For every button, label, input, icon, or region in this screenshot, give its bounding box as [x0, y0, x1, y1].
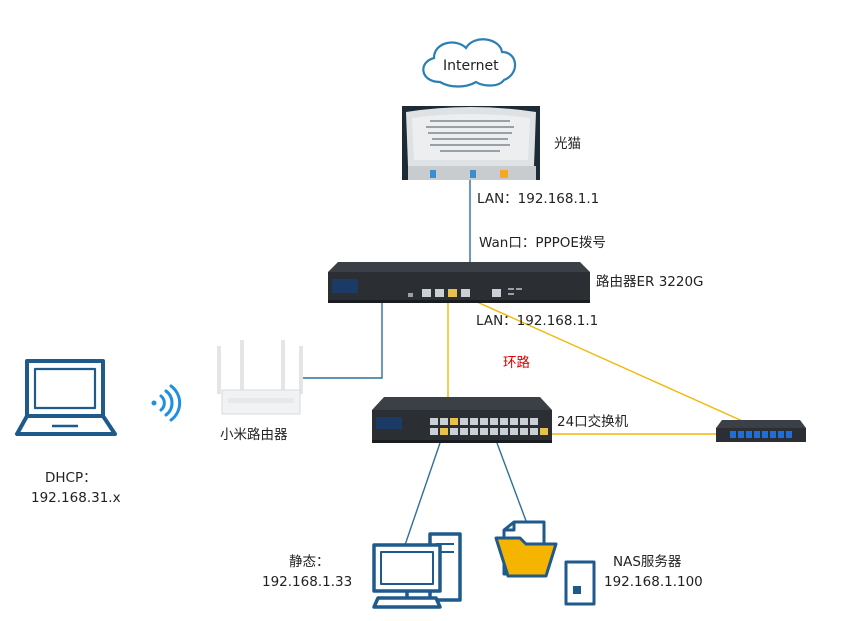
router-lan-label: LAN：192.168.1.1 [476, 313, 599, 329]
laptop-icon [15, 359, 117, 436]
nas-ip-label: 192.168.1.100 [604, 574, 703, 590]
loop-label: 环路 [503, 355, 530, 371]
mini-switch-icon [716, 420, 806, 442]
modem-label: 光猫 [554, 136, 581, 152]
link-loop-router-minisw [456, 292, 759, 429]
xiaomi-router-icon [217, 340, 303, 415]
nas-title-label: NAS服务器 [613, 554, 682, 570]
static-ip-label: 192.168.1.33 [262, 574, 353, 590]
internet-label: Internet [443, 58, 499, 74]
wifi-signal-icon [151, 384, 182, 422]
desktop-pc-icon [372, 532, 462, 609]
link-router-xiaomi [300, 300, 383, 379]
switch24-label: 24口交换机 [557, 414, 629, 430]
router-label: 路由器ER 3220G [596, 274, 704, 290]
xiaomi-router-label: 小米路由器 [220, 427, 288, 443]
router-wan-label: Wan口：PPPOE拨号 [479, 235, 606, 251]
connections [300, 180, 759, 546]
modem-lan-label: LAN：192.168.1.1 [477, 191, 600, 207]
switch-24port-icon [372, 397, 552, 443]
switch-24-ports [430, 418, 548, 435]
nas-server-icon [494, 520, 596, 606]
link-switch-pc [404, 442, 441, 546]
internet-cloud-icon [422, 38, 517, 88]
static-title-label: 静态： [289, 554, 330, 570]
router-er3220g-icon [328, 262, 590, 303]
dhcp-range-label: 192.168.31.x [31, 490, 121, 506]
optical-modem-icon [402, 106, 540, 180]
dhcp-title-label: DHCP： [45, 470, 97, 486]
